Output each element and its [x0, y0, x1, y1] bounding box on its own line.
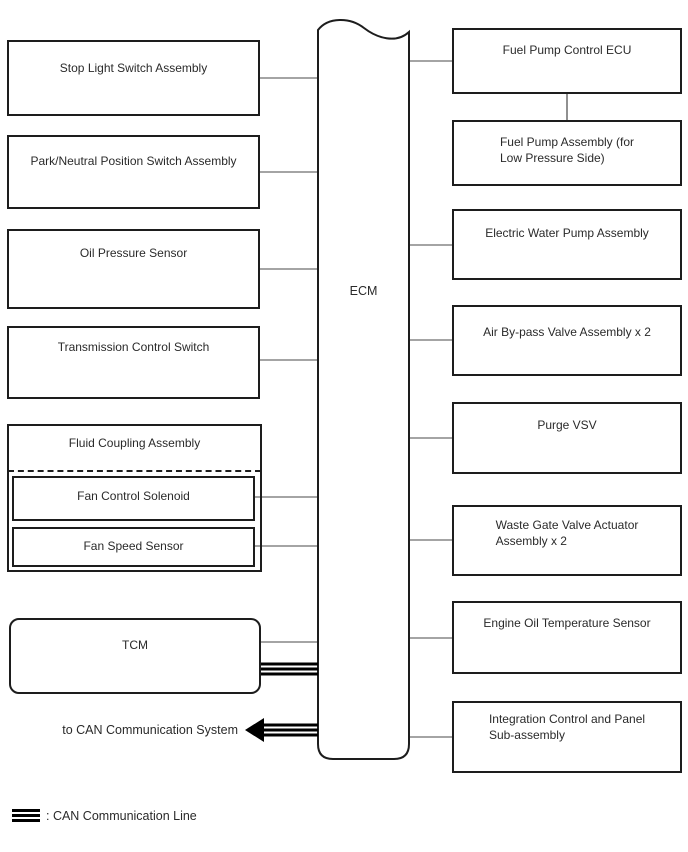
node-label: Transmission Control Switch — [57, 340, 210, 354]
node-fan-speed-sensor: Fan Speed Sensor — [12, 527, 255, 567]
ecm-box-shape — [317, 19, 410, 760]
ecm-node-label: ECM — [349, 284, 378, 298]
node-label: Stop Light Switch Assembly — [59, 61, 208, 75]
node-air-bypass-valve-assembly: Air By-pass Valve Assembly x 2 — [452, 305, 682, 376]
right-connector-lines — [408, 60, 568, 738]
left-connector-lines — [255, 77, 319, 643]
node-label: TCM — [122, 638, 148, 652]
node-fan-control-solenoid: Fan Control Solenoid — [12, 476, 255, 521]
node-label: Fuel Pump Assembly (for Low Pressure Sid… — [499, 135, 635, 166]
can-system-annotation: to CAN Communication System — [62, 723, 238, 737]
node-label: Purge VSV — [537, 418, 597, 432]
node-tcm: TCM — [9, 618, 261, 694]
can-line-legend-label: : CAN Communication Line — [46, 809, 197, 823]
node-fluid-coupling-assembly: Fluid Coupling Assembly — [7, 424, 262, 572]
node-fuel-pump-assembly: Fuel Pump Assembly (for Low Pressure Sid… — [452, 120, 682, 186]
node-integration-control-panel-subassembly: Integration Control and Panel Sub-assemb… — [452, 701, 682, 773]
node-label: Air By-pass Valve Assembly x 2 — [483, 325, 651, 339]
node-purge-vsv: Purge VSV — [452, 402, 682, 474]
node-label: Engine Oil Temperature Sensor — [483, 616, 651, 630]
node-label: Fan Speed Sensor — [83, 539, 184, 553]
node-label: Oil Pressure Sensor — [79, 246, 188, 260]
node-label: Fluid Coupling Assembly — [68, 436, 201, 450]
node-engine-oil-temperature-sensor: Engine Oil Temperature Sensor — [452, 601, 682, 674]
node-park-neutral-position-switch-assembly: Park/Neutral Position Switch Assembly — [7, 135, 260, 209]
node-fuel-pump-control-ecu: Fuel Pump Control ECU — [452, 28, 682, 94]
can-arrowhead-icon — [245, 718, 264, 742]
node-label: Integration Control and Panel Sub-assemb… — [488, 712, 646, 743]
node-oil-pressure-sensor: Oil Pressure Sensor — [7, 229, 260, 309]
node-label: Electric Water Pump Assembly — [485, 226, 649, 240]
can-line-legend-icon — [12, 809, 40, 822]
node-label: Waste Gate Valve Actuator Assembly x 2 — [495, 518, 639, 549]
node-waste-gate-valve-actuator-assembly: Waste Gate Valve Actuator Assembly x 2 — [452, 505, 682, 576]
node-electric-water-pump-assembly: Electric Water Pump Assembly — [452, 209, 682, 280]
ecm-node: ECM — [317, 284, 410, 298]
node-label: Fuel Pump Control ECU — [502, 43, 632, 57]
fluid-coupling-dashed-divider — [8, 470, 261, 472]
can-line-tcm — [261, 662, 318, 676]
can-line-to-can-system — [262, 723, 318, 737]
node-label: Fan Control Solenoid — [77, 489, 190, 503]
node-label: Park/Neutral Position Switch Assembly — [30, 154, 237, 168]
node-stop-light-switch-assembly: Stop Light Switch Assembly — [7, 40, 260, 116]
node-transmission-control-switch: Transmission Control Switch — [7, 326, 260, 399]
